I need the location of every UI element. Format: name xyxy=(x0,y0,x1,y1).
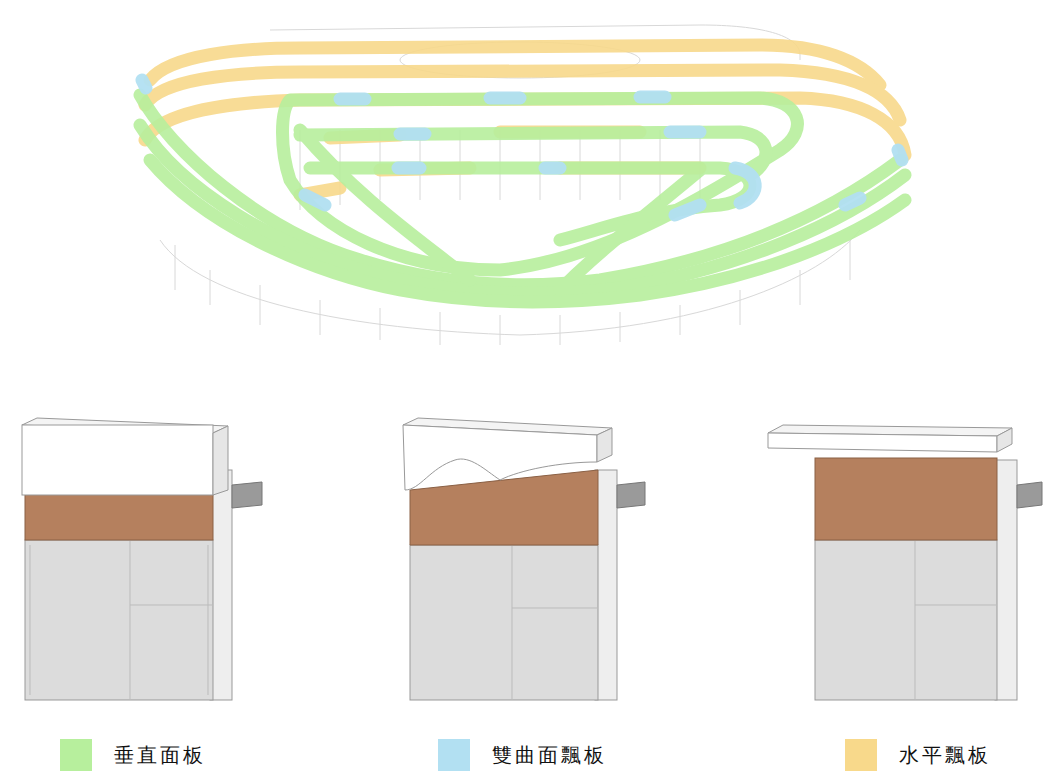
glass-panel xyxy=(410,545,598,700)
spandrel-panel xyxy=(25,493,213,540)
cladding-face xyxy=(403,425,597,490)
vertical-panel-band xyxy=(150,160,905,302)
vertical-panel-band xyxy=(140,95,905,302)
double-curved-canopy-band xyxy=(400,132,700,134)
legend-item: 雙曲面飄板 xyxy=(438,739,607,771)
canopy-side xyxy=(997,428,1012,452)
cladding-side xyxy=(597,428,612,462)
legend-item: 垂直面板 xyxy=(60,739,206,771)
spandrel-panel xyxy=(410,470,598,545)
cladding-face xyxy=(22,425,213,495)
vertical-panel-band xyxy=(560,170,700,290)
legend-label: 水平飄板 xyxy=(899,742,991,769)
legend-label: 雙曲面飄板 xyxy=(492,742,607,769)
canopy-face xyxy=(768,433,997,452)
glass-panel xyxy=(25,540,213,700)
legend-swatch xyxy=(60,739,92,771)
spandrel-panel xyxy=(815,458,997,540)
steel-bracket xyxy=(617,482,645,508)
double-curved-canopy-band xyxy=(340,97,665,99)
vertical-panel-band xyxy=(140,125,905,294)
cladding-side xyxy=(213,426,228,495)
legend-item: 水平飄板 xyxy=(845,739,991,771)
double-curved-canopy-band xyxy=(142,80,902,160)
steel-bracket xyxy=(1017,482,1042,508)
double-curved-canopy-band xyxy=(735,168,755,203)
horizontal-canopy-detail xyxy=(768,425,1042,700)
legend-label: 垂直面板 xyxy=(114,742,206,769)
double-curved-canopy-band xyxy=(398,162,560,175)
double-curved-canopy-band xyxy=(305,195,860,215)
double-curved-canopy-detail xyxy=(403,418,645,700)
legend-swatch xyxy=(438,739,470,771)
vertical-panel-detail xyxy=(22,418,262,700)
glass-mullion xyxy=(512,545,598,700)
double-curved-canopy-band xyxy=(142,80,902,215)
legend-swatch xyxy=(845,739,877,771)
glass-panel xyxy=(815,540,997,700)
glass-mullion xyxy=(30,540,213,700)
steel-bracket xyxy=(232,482,262,508)
mullion-profile xyxy=(995,460,1017,700)
glass-mullion xyxy=(915,540,997,700)
